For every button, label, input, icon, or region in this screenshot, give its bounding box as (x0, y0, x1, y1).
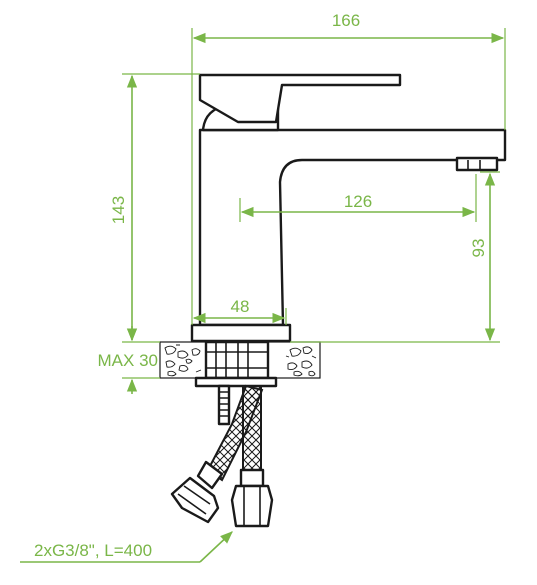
max-counter-thickness-label: MAX 30 (98, 351, 158, 370)
body-diameter-label: 48 (231, 297, 250, 316)
countertop-stone-texture (164, 344, 317, 377)
overall-width-label: 166 (332, 11, 360, 30)
lever-handle (198, 73, 402, 124)
spout-height-label: 93 (469, 239, 488, 258)
hose-left-ferrule (196, 460, 224, 490)
hose-left (206, 384, 264, 482)
dimension-annotations: 166 143 126 93 48 MAX 30 2xG3/8", L=400 (20, 11, 506, 563)
aerator (455, 156, 499, 172)
hose-right-nut (230, 484, 274, 528)
hose-spec-label: 2xG3/8", L=400 (34, 541, 152, 560)
overall-height-label: 143 (109, 196, 128, 224)
fixing-nut (194, 376, 278, 388)
hose-right-ferrule (239, 468, 265, 488)
base-plate (190, 323, 292, 343)
faucet-column-and-spout (198, 128, 507, 327)
hose-left-nut (170, 476, 220, 524)
spout-reach-label: 126 (344, 192, 372, 211)
countertop-section (159, 340, 321, 388)
threaded-rod (217, 384, 231, 426)
supply-hoses (170, 384, 274, 528)
